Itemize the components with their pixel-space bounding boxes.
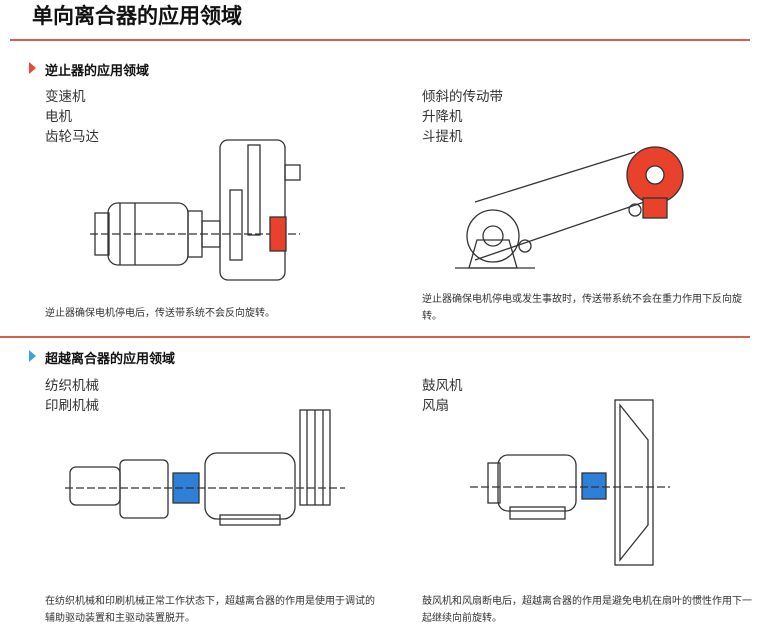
fan-drive-diagram xyxy=(470,399,670,566)
page-title: 单向离合器的应用领域 xyxy=(32,4,242,28)
caption: 逆止器确保电机停电后，传送带系统不会反向旋转。 xyxy=(45,308,275,319)
application-list: 鼓风机 风扇 xyxy=(422,376,463,416)
gearbox-motor-diagram xyxy=(90,139,301,281)
caption: 逆止器确保电机停电或发生事故时，传送带系统不会在重力作用下反向旋转。 xyxy=(422,294,742,322)
textile-drive-diagram xyxy=(65,409,345,526)
application-list: 纺织机械 印刷机械 xyxy=(45,376,99,416)
list-item: 电机 xyxy=(45,109,72,125)
section-heading-backstop: 逆止器的应用领域 xyxy=(45,64,150,79)
list-item: 升降机 xyxy=(422,109,463,125)
list-item: 斗提机 xyxy=(422,129,463,145)
list-item: 变速机 xyxy=(45,89,86,105)
inclined-conveyor-diagram xyxy=(455,146,684,269)
list-item: 纺织机械 xyxy=(45,378,99,394)
red-arrow-icon xyxy=(29,62,36,74)
list-item: 印刷机械 xyxy=(45,398,99,414)
list-item: 倾斜的传动带 xyxy=(422,89,503,105)
caption: 在纺织机械和印刷机械正常工作状态下，超越离合器的作用是使用于调试的辅助驱动装置和… xyxy=(45,596,375,624)
list-item: 鼓风机 xyxy=(422,378,463,394)
divider xyxy=(10,39,750,41)
caption: 鼓风机和风扇断电后，超越离合器的作用是避免电机在扇叶的惯性作用下一起继续向前旋转… xyxy=(422,596,752,624)
application-list: 变速机 电机 齿轮马达 xyxy=(45,87,99,147)
blue-arrow-icon xyxy=(29,350,36,362)
divider xyxy=(0,336,750,338)
section-heading-freewheel: 超越离合器的应用领域 xyxy=(45,352,176,367)
application-list: 倾斜的传动带 升降机 斗提机 xyxy=(422,87,503,147)
list-item: 风扇 xyxy=(422,398,449,414)
list-item: 齿轮马达 xyxy=(45,129,99,145)
